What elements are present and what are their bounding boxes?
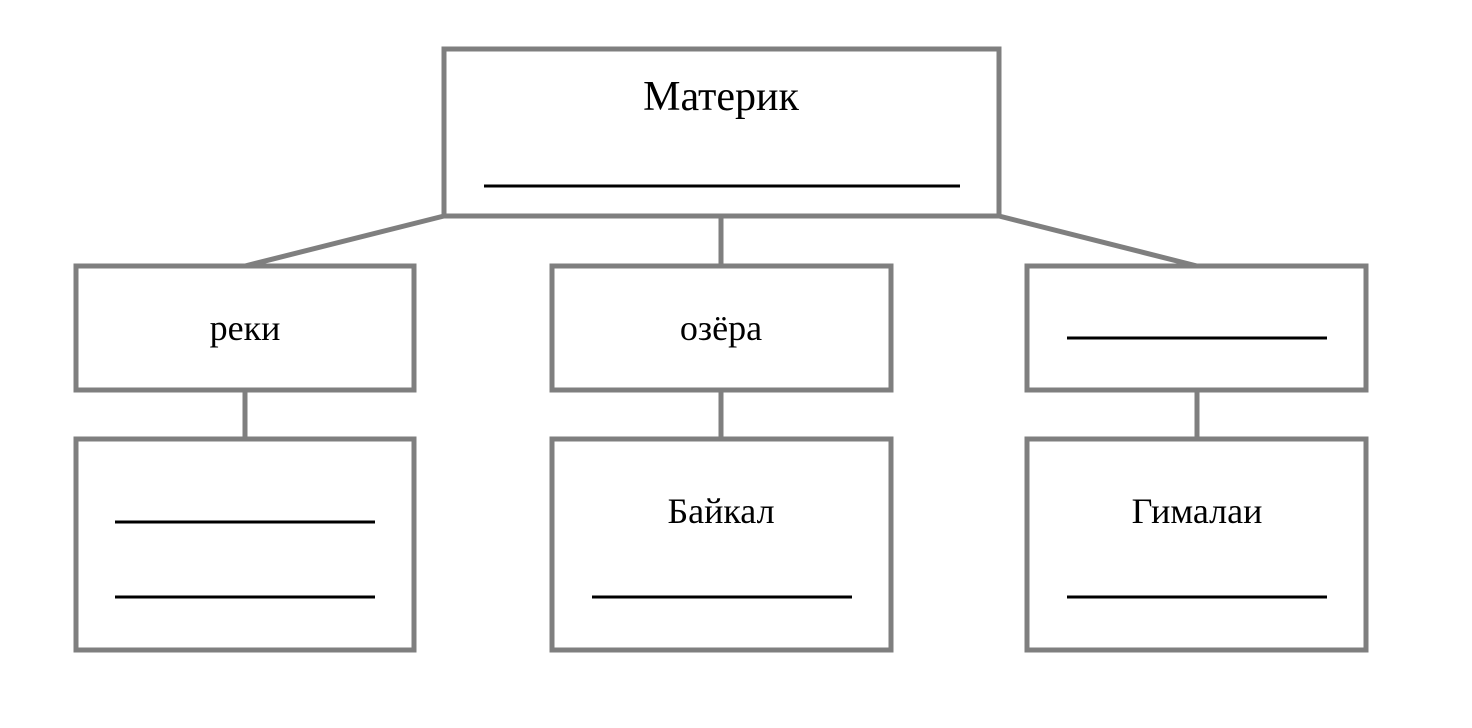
category-label-rivers: реки: [210, 308, 281, 348]
example-node-lakes: Байкал: [549, 436, 894, 653]
example-box-rivers: [73, 436, 417, 653]
root-box: [441, 46, 1002, 219]
category-node-third: [1024, 263, 1369, 393]
category-box-rivers: [73, 263, 417, 393]
example-label-third: Гималаи: [1132, 491, 1263, 531]
example-box-lakes: [549, 436, 894, 653]
example-label-lakes: Байкал: [667, 491, 774, 531]
example-node-rivers: [73, 436, 417, 653]
example-box-third: [1024, 436, 1369, 653]
connectors: [242, 213, 1200, 439]
example-node-third: Гималаи: [1024, 436, 1369, 653]
connector-root-to-third: [998, 213, 1198, 269]
category-box-lakes: [549, 263, 894, 393]
connector-root-to-rivers: [244, 213, 445, 269]
category-node-lakes: озёра: [549, 263, 894, 393]
category-label-lakes: озёра: [680, 308, 762, 348]
root-label: Материк: [643, 74, 799, 120]
category-node-rivers: реки: [73, 263, 417, 393]
root-node: Материк: [441, 46, 1002, 219]
category-box-third: [1024, 263, 1369, 393]
